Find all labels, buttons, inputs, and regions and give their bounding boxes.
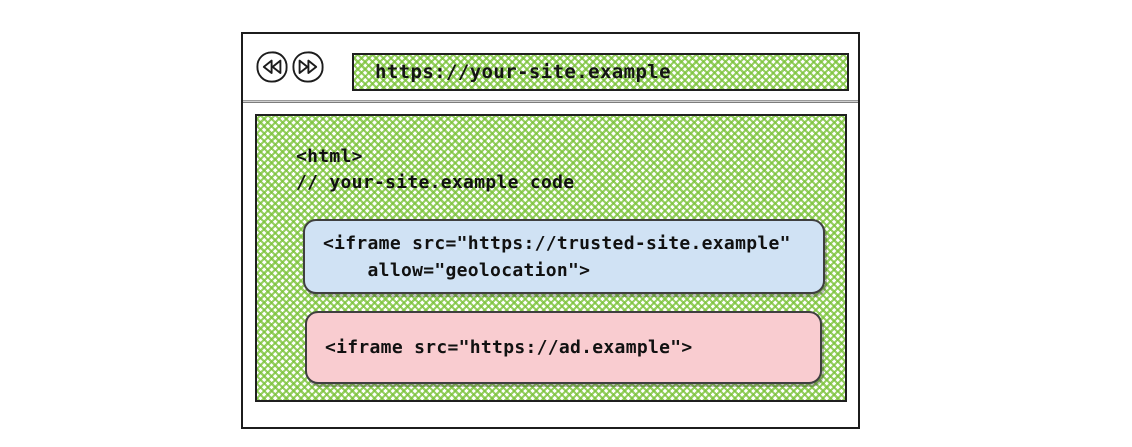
forward-button[interactable] xyxy=(291,50,325,84)
browser-window: https://your-site.example <html> // your… xyxy=(241,32,860,429)
page-code-block: <html> // your-site.example code xyxy=(296,146,575,193)
ad-iframe-code: <iframe src="https://ad.example"> xyxy=(325,337,693,358)
trusted-site-iframe[interactable]: <iframe src="https://trusted-site.exampl… xyxy=(303,219,825,294)
page-content-area: <html> // your-site.example code <iframe… xyxy=(255,114,847,402)
url-bar[interactable]: https://your-site.example xyxy=(352,53,849,91)
trusted-site-iframe-code: <iframe src="https://trusted-site.exampl… xyxy=(323,232,791,281)
rewind-icon xyxy=(256,51,288,83)
fast-forward-icon xyxy=(292,51,324,83)
url-text: https://your-site.example xyxy=(375,61,671,83)
toolbar-divider xyxy=(243,100,858,103)
ad-iframe[interactable]: <iframe src="https://ad.example"> xyxy=(305,311,822,384)
back-button[interactable] xyxy=(255,50,289,84)
browser-toolbar: https://your-site.example xyxy=(243,34,858,100)
